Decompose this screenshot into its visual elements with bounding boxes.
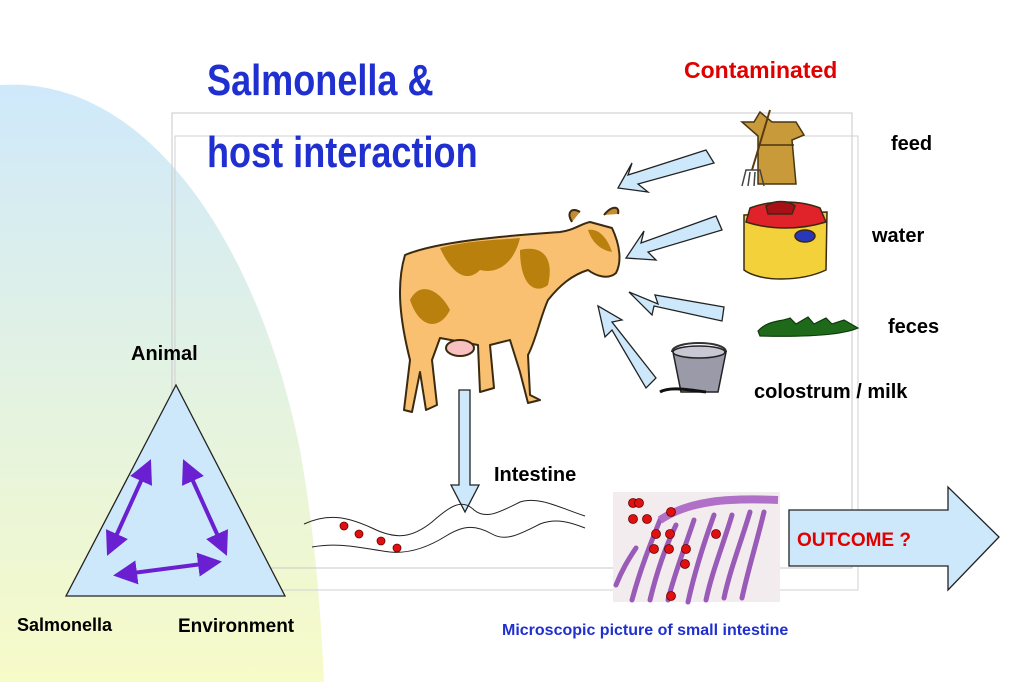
source-label-water: water (872, 225, 925, 247)
frame-inner (174, 135, 859, 591)
cycle-arrow-bottom (113, 552, 222, 585)
title-line-2: host interaction (207, 128, 478, 177)
triangle-label-animal: Animal (131, 343, 198, 365)
cycle-arrow-right (182, 459, 228, 556)
triangle-label-salmonella: Salmonella (17, 615, 113, 635)
micrograph-caption: Microscopic picture of small intestine (502, 622, 789, 639)
milk-bucket-icon (659, 342, 727, 394)
cycle-arrow-left (106, 459, 152, 556)
source-arrows (449, 149, 725, 514)
outcome-arrow (788, 485, 1000, 592)
source-label-feed: feed (891, 133, 933, 155)
hay-feed-icon (740, 109, 806, 187)
arrow-feces (628, 291, 725, 322)
source-label-feces: feces (888, 316, 940, 338)
feces-icon (757, 316, 860, 337)
contaminated-header: Contaminated (684, 57, 838, 83)
water-trough-icon (743, 200, 828, 280)
cow-icon (399, 206, 621, 413)
bacteria-dots (339, 521, 402, 553)
source-label-milk: colostrum / milk (754, 381, 908, 403)
intestine-sketch (303, 499, 586, 553)
frame-outer (171, 112, 853, 569)
micrograph-icon (613, 492, 780, 605)
cycle-arrows (106, 459, 228, 585)
arrow-milk (597, 304, 657, 390)
arrow-feed (616, 149, 716, 193)
title-line-1: Salmonella & (207, 56, 434, 105)
triangle-label-environment: Environment (178, 616, 295, 637)
outcome-label: OUTCOME ? (797, 530, 911, 551)
arrow-water (624, 215, 723, 261)
arrow-down (449, 389, 481, 514)
intestine-label: Intestine (494, 464, 577, 486)
